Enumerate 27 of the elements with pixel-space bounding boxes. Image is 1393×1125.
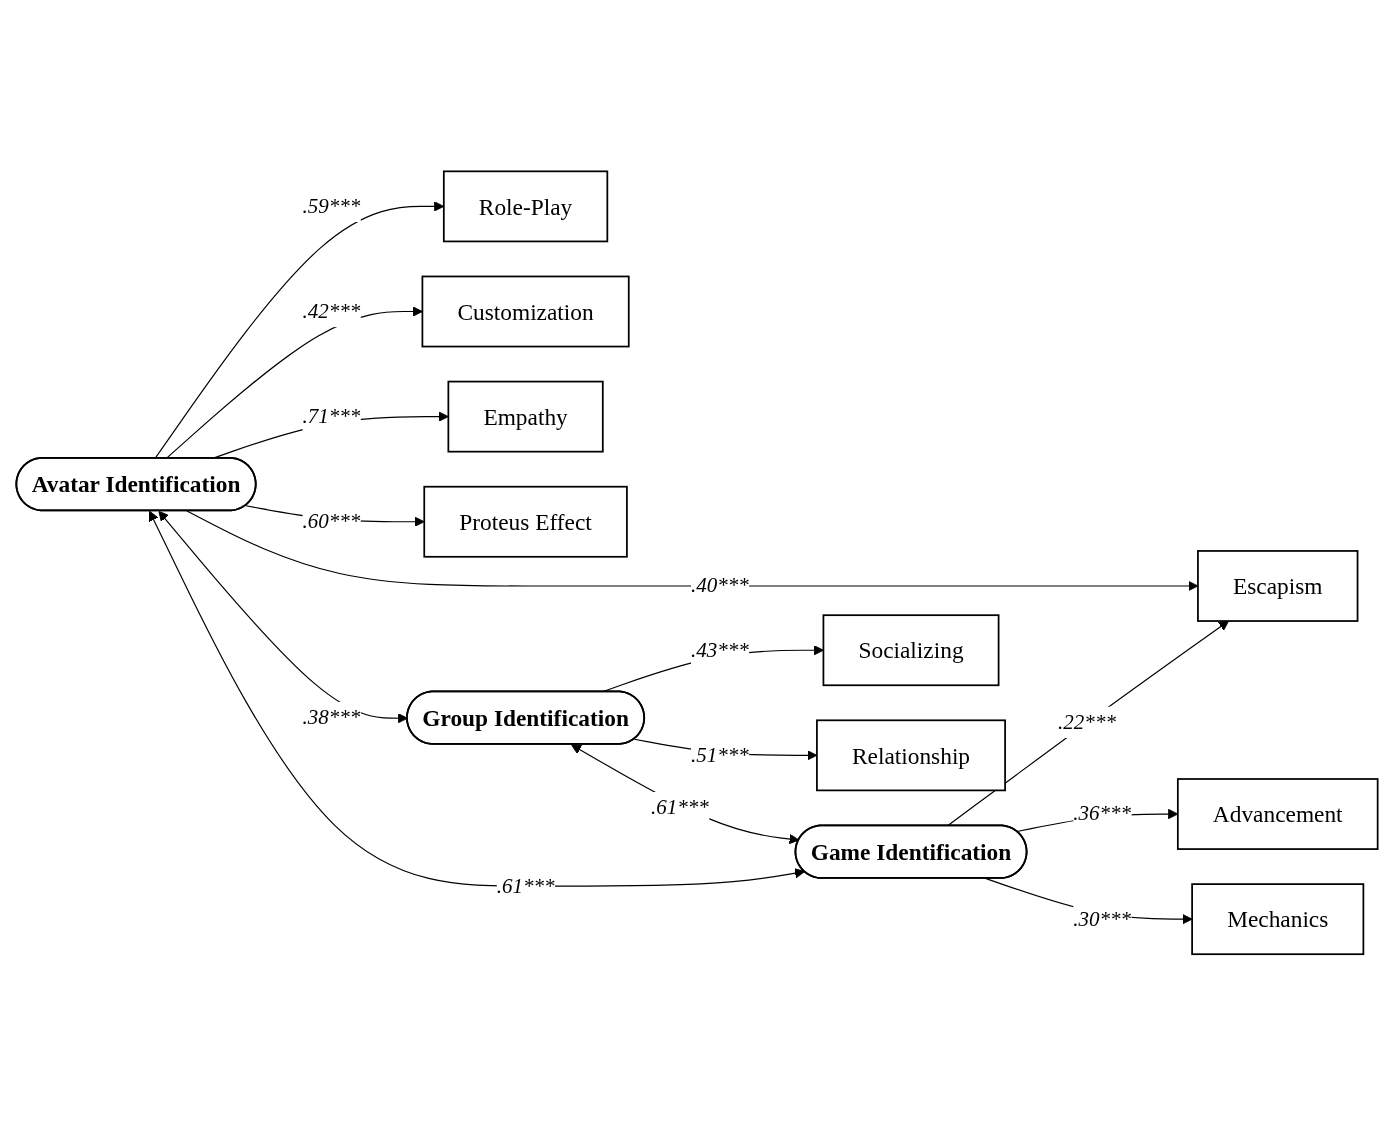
node-box: Socializing — [822, 614, 999, 686]
edge-label: .59*** — [301, 193, 360, 218]
edge-label: .22*** — [1057, 709, 1116, 734]
edge-label: .38*** — [301, 705, 360, 729]
arrow — [946, 620, 1229, 827]
node-box: Empathy — [447, 380, 604, 453]
arrow — [570, 744, 799, 844]
edge-label: .51*** — [690, 742, 749, 767]
node-box: Role-Play — [442, 170, 608, 242]
edge-label: .30*** — [1072, 906, 1131, 930]
node-box: Customization — [421, 275, 630, 348]
arrow — [148, 510, 805, 887]
edge-label: .43*** — [690, 637, 749, 662]
node-box: Advancement — [1176, 777, 1379, 850]
node-box: Escapism — [1196, 549, 1358, 622]
node-box: Mechanics — [1190, 882, 1364, 955]
arrow — [154, 200, 444, 459]
node-box: Proteus Effect — [422, 485, 628, 558]
edge-label: .42*** — [301, 298, 360, 323]
edge-label: .40*** — [690, 573, 749, 597]
arrow — [185, 510, 1198, 591]
edge-label: .61*** — [650, 795, 709, 819]
edge-label: .71*** — [301, 404, 360, 428]
edge-label: .60*** — [301, 509, 360, 533]
edge-label: .61*** — [496, 873, 554, 897]
edge-label: .36*** — [1072, 801, 1131, 825]
node-box: Relationship — [815, 719, 1006, 791]
